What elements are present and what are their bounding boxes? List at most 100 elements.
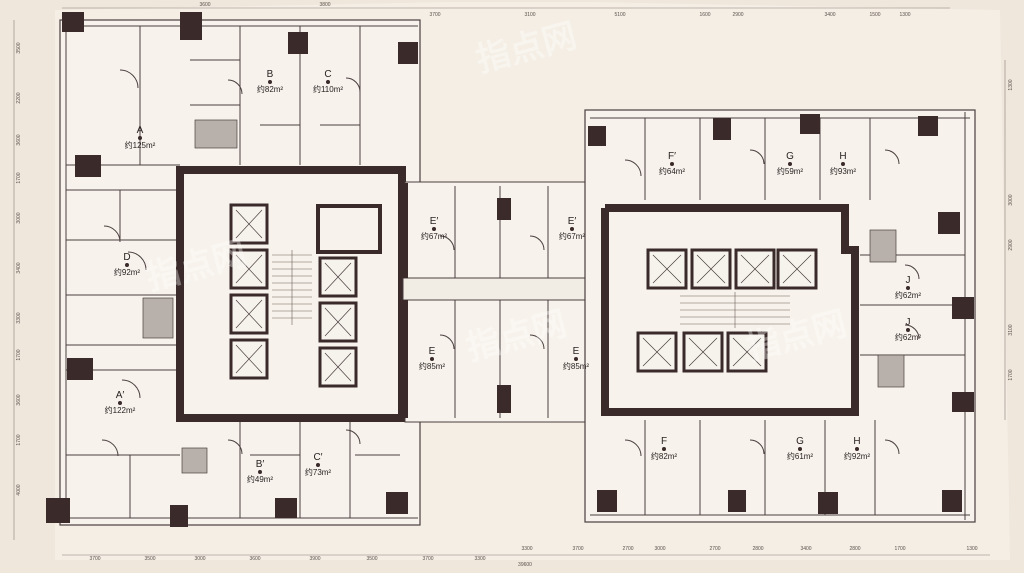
unit-B-prime: B′ 约49m² xyxy=(247,459,274,484)
unit-labels: A 约125m² B 约82m² C 约110m² D 约92m² A′ 约12… xyxy=(105,69,922,484)
unit-G-bottom: G 约61m² xyxy=(787,436,814,461)
svg-text:约82m²: 约82m² xyxy=(651,451,678,461)
dim-right-3: 2900 xyxy=(1008,239,1014,250)
svg-text:C′: C′ xyxy=(313,452,322,463)
dim-top-10: 1300 xyxy=(899,12,910,18)
dim-top-9: 1500 xyxy=(869,12,880,18)
right-core-elevators xyxy=(636,248,818,373)
svg-text:约122m²: 约122m² xyxy=(105,405,136,415)
dim-bottom-6: 3500 xyxy=(366,556,377,562)
dim-left-4: 1700 xyxy=(16,172,22,183)
dim-right-1: 1300 xyxy=(1008,79,1014,90)
svg-text:H: H xyxy=(853,436,860,447)
unit-H-top: H 约93m² xyxy=(830,151,857,176)
dim-left-1: 3500 xyxy=(16,42,22,53)
svg-text:J: J xyxy=(906,275,911,286)
svg-text:约73m²: 约73m² xyxy=(305,467,332,477)
dim-top-1: 3600 xyxy=(199,2,210,8)
dim-left-5: 3000 xyxy=(16,212,22,223)
dim-left-7: 3300 xyxy=(16,312,22,323)
unit-E-right: E 约85m² xyxy=(563,346,590,371)
dim-bottom-9: 3300 xyxy=(521,546,532,552)
dim-right-5: 1700 xyxy=(1008,369,1014,380)
svg-text:约49m²: 约49m² xyxy=(247,474,274,484)
svg-text:约92m²: 约92m² xyxy=(114,267,141,277)
unit-E-prime-right: E′ 约67m² xyxy=(559,216,586,241)
svg-text:约61m²: 约61m² xyxy=(787,451,814,461)
dim-bottom-13: 2700 xyxy=(709,546,720,552)
unit-D: D 约92m² xyxy=(114,252,141,277)
svg-text:约62m²: 约62m² xyxy=(895,332,922,342)
unit-C-prime: C′ 约73m² xyxy=(305,452,332,477)
svg-text:E: E xyxy=(429,346,436,357)
dim-bottom-5: 3900 xyxy=(309,556,320,562)
dim-left-11: 4000 xyxy=(16,484,22,495)
dim-bottom-10: 3700 xyxy=(572,546,583,552)
dim-left-9: 3600 xyxy=(16,394,22,405)
dim-top-6: 1600 xyxy=(699,12,710,18)
svg-text:约82m²: 约82m² xyxy=(257,84,284,94)
dim-right-2: 3000 xyxy=(1008,194,1014,205)
svg-text:约125m²: 约125m² xyxy=(125,140,156,150)
svg-text:E′: E′ xyxy=(430,216,439,227)
dim-bottom-8: 3300 xyxy=(474,556,485,562)
svg-text:E: E xyxy=(573,346,580,357)
svg-text:E′: E′ xyxy=(568,216,577,227)
svg-text:A: A xyxy=(137,125,144,136)
dim-bottom-15: 3400 xyxy=(800,546,811,552)
dim-top-4: 3100 xyxy=(524,12,535,18)
svg-text:H: H xyxy=(839,151,846,162)
dim-right-4: 3100 xyxy=(1008,324,1014,335)
unit-A-prime: A′ 约122m² xyxy=(105,390,136,415)
unit-G-top: G 约59m² xyxy=(777,151,804,176)
dim-bottom-group: 3700 3500 3000 3600 3900 3500 3700 3300 … xyxy=(89,546,977,568)
dim-top-5: 5100 xyxy=(614,12,625,18)
dim-top-2: 3800 xyxy=(319,2,330,8)
unit-E-left: E 约85m² xyxy=(419,346,446,371)
dim-top-7: 2900 xyxy=(732,12,743,18)
unit-J-lower: J 约62m² xyxy=(895,317,922,342)
dim-left-3: 3600 xyxy=(16,134,22,145)
dim-bottom-14: 2800 xyxy=(752,546,763,552)
dim-bottom-2: 3500 xyxy=(144,556,155,562)
unit-F-prime: F′ 约64m² xyxy=(659,151,686,176)
dim-left-6: 3400 xyxy=(16,262,22,273)
unit-B: B 约82m² xyxy=(257,69,284,94)
dimension-lines xyxy=(13,7,1006,556)
dim-top-group: 3600 3800 3700 3100 5100 1600 2900 3400 … xyxy=(199,2,910,18)
dim-bottom-18: 1300 xyxy=(966,546,977,552)
left-core-elevators xyxy=(229,203,382,388)
unit-H-bottom: H 约92m² xyxy=(844,436,871,461)
svg-text:C: C xyxy=(324,69,331,80)
dim-top-3: 3700 xyxy=(429,12,440,18)
dim-top-8: 3400 xyxy=(824,12,835,18)
dim-bottom-12: 3000 xyxy=(654,546,665,552)
unit-F: F 约82m² xyxy=(651,436,678,461)
dim-left-8: 1700 xyxy=(16,349,22,360)
right-wing xyxy=(584,109,976,523)
unit-C: C 约110m² xyxy=(313,69,343,94)
svg-text:约62m²: 约62m² xyxy=(895,290,922,300)
svg-text:约67m²: 约67m² xyxy=(559,231,586,241)
svg-text:F: F xyxy=(661,436,667,447)
dim-bottom-1: 3700 xyxy=(89,556,100,562)
svg-text:A′: A′ xyxy=(116,390,125,401)
left-wing xyxy=(46,12,421,527)
dim-right-group: 1300 3000 2900 3100 1700 xyxy=(1008,79,1014,380)
svg-text:G: G xyxy=(796,436,804,447)
svg-text:B: B xyxy=(267,69,274,80)
dim-bottom-16: 2800 xyxy=(849,546,860,552)
middle-connector xyxy=(398,181,608,423)
dim-bottom-17: 1700 xyxy=(894,546,905,552)
dim-left-group: 3500 2200 3600 1700 3000 3400 3300 1700 … xyxy=(16,42,22,495)
svg-text:G: G xyxy=(786,151,794,162)
svg-text:J: J xyxy=(906,317,911,328)
dim-left-2: 2200 xyxy=(16,92,22,103)
svg-text:约85m²: 约85m² xyxy=(419,361,446,371)
dim-bottom-7: 3700 xyxy=(422,556,433,562)
svg-text:约67m²: 约67m² xyxy=(421,231,448,241)
svg-text:F′: F′ xyxy=(668,151,676,162)
dim-bottom-total: 39600 xyxy=(518,562,532,568)
dim-bottom-3: 3000 xyxy=(194,556,205,562)
